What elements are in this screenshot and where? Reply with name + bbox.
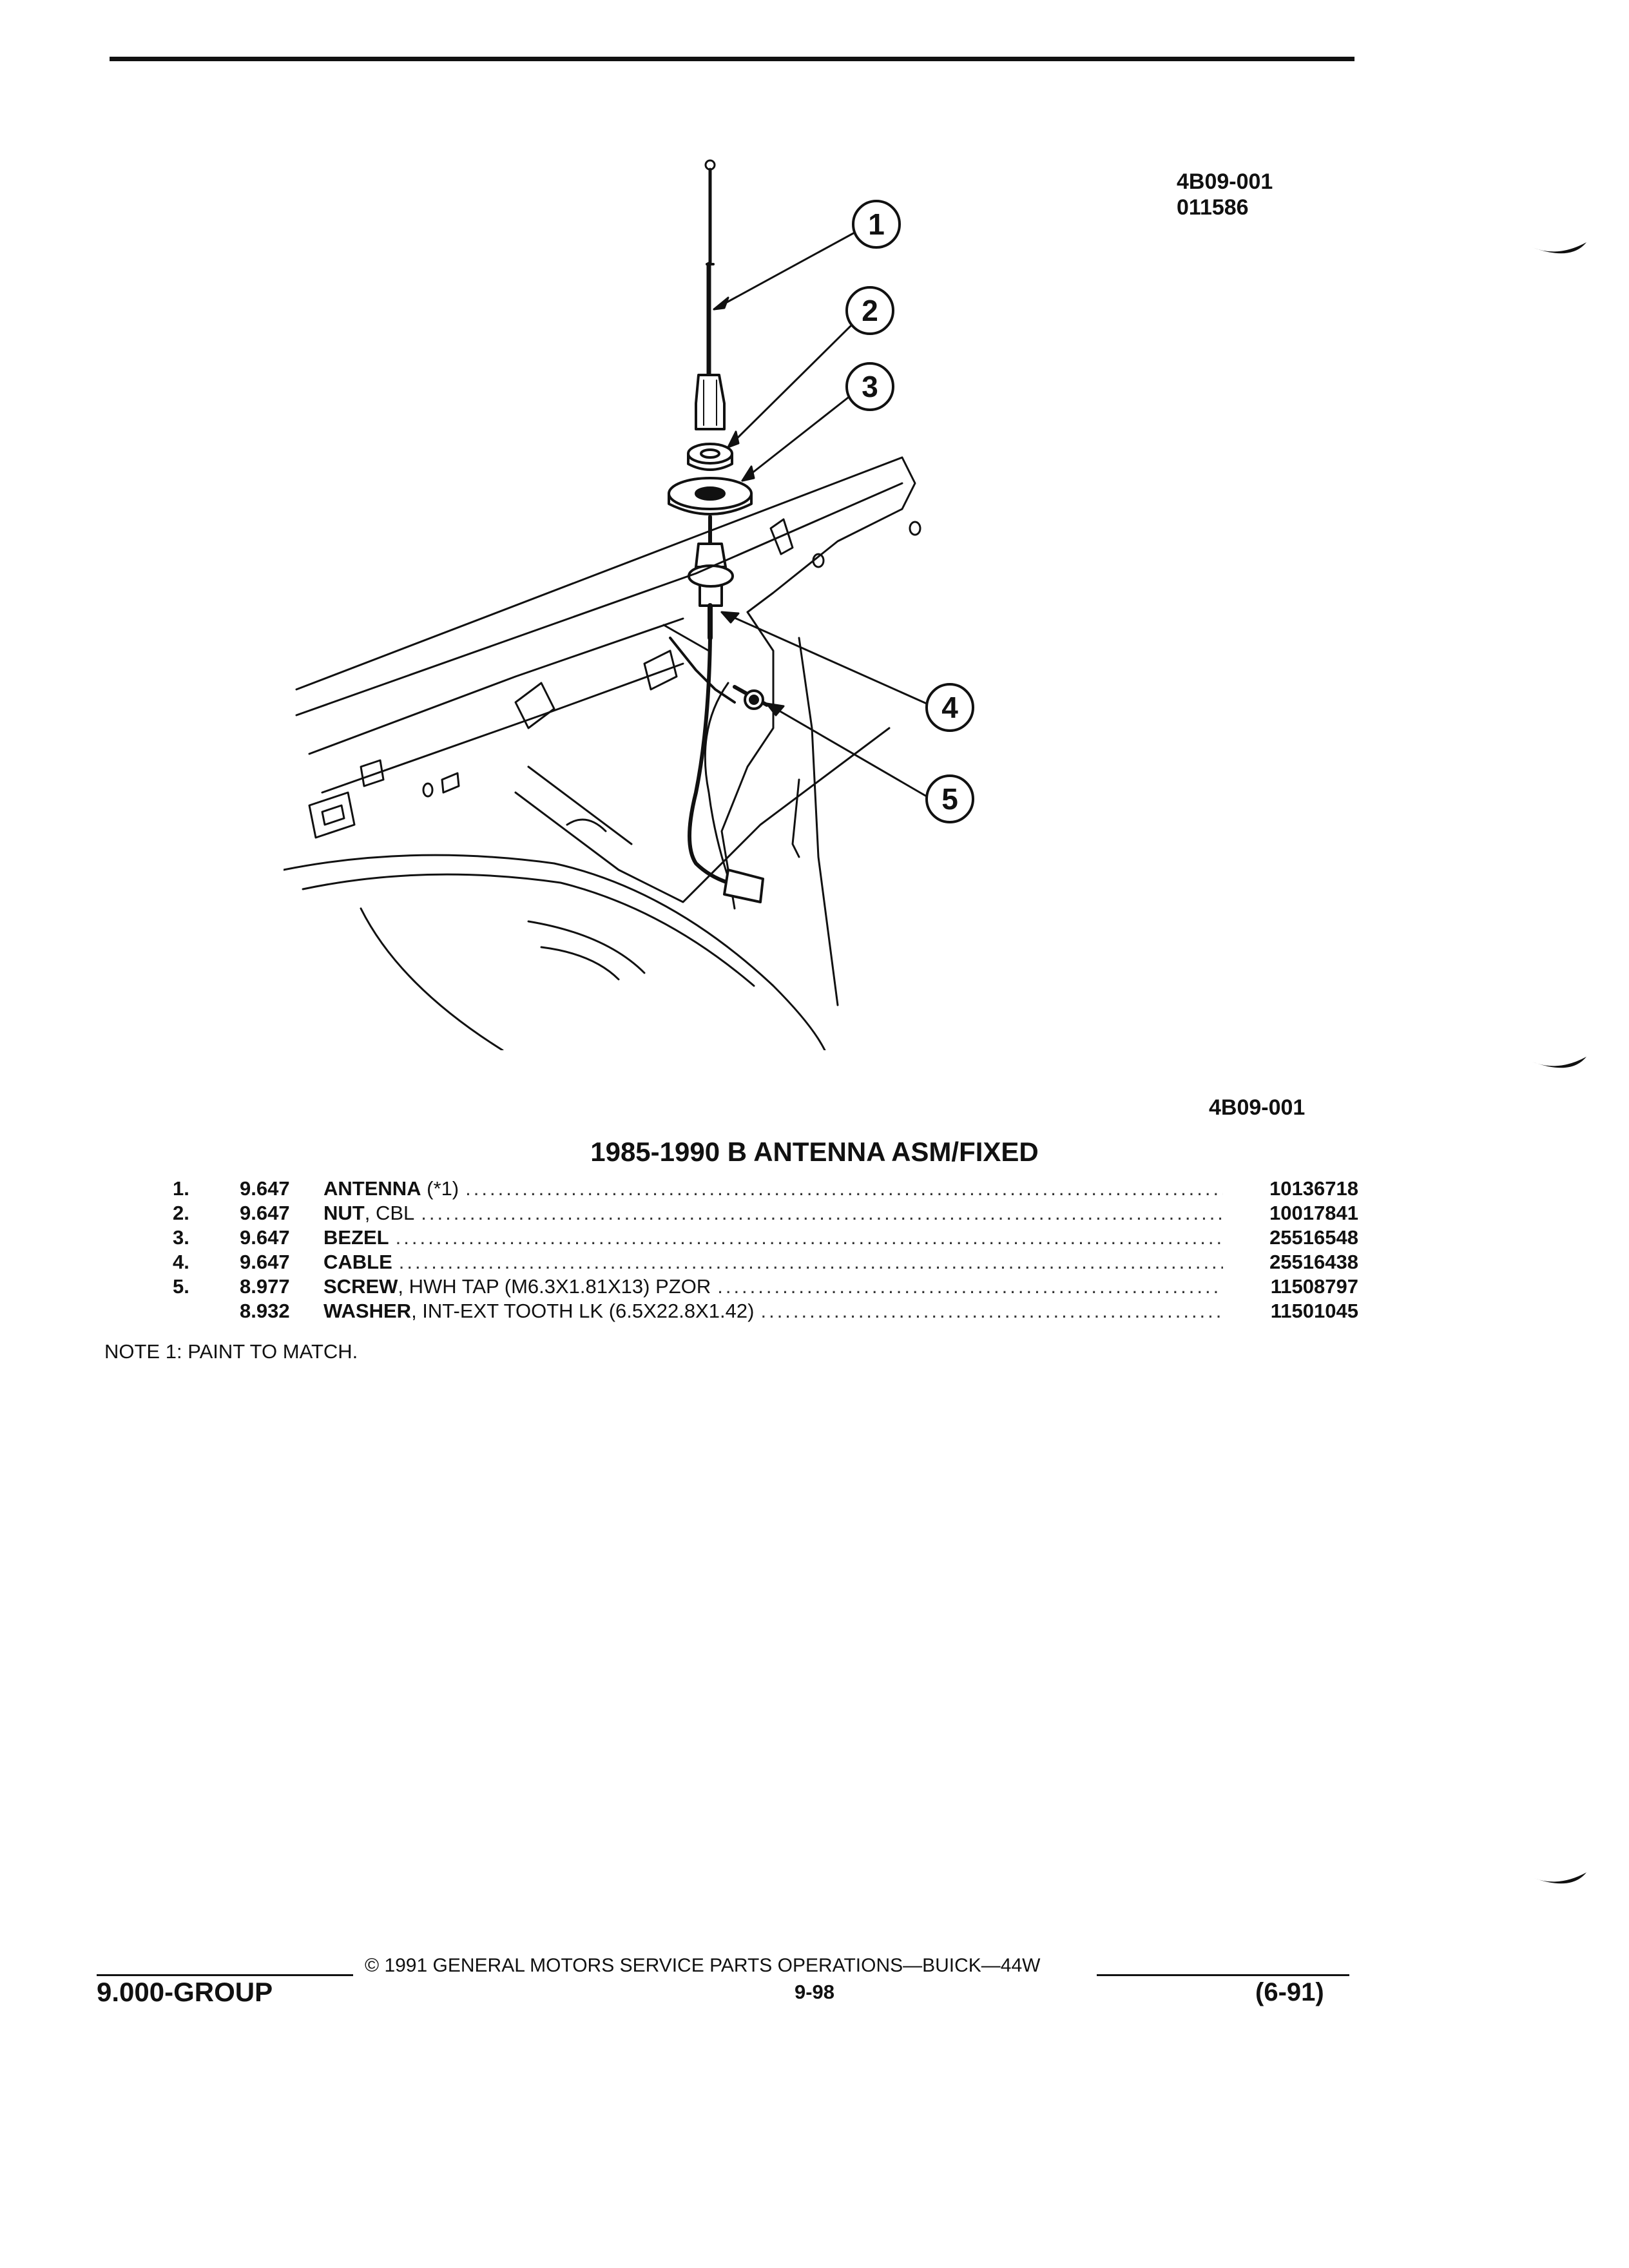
antenna-cable (688, 636, 764, 903)
antenna-base (688, 515, 734, 640)
part-number: 11501045 (1270, 1300, 1358, 1322)
part-number: 10136718 (1269, 1177, 1358, 1200)
callout-4: 4 (925, 683, 974, 732)
revision-date: (6-91) (1255, 1978, 1324, 2006)
part-detail: , INT-EXT TOOTH LK (6.5X22.8X1.42) (411, 1300, 755, 1322)
antenna-exploded-diagram: 1 2 3 4 5 (284, 159, 974, 1050)
part-name: WASHER (323, 1300, 412, 1322)
leader-dots (760, 1299, 1223, 1323)
part-detail: (*1) (421, 1177, 459, 1200)
part-number: 10017841 (1269, 1202, 1358, 1224)
part-name: ANTENNA (323, 1177, 421, 1200)
leader-dots (396, 1225, 1223, 1250)
screw-part (733, 685, 769, 710)
figure-reference: 4B09-001 011586 (1177, 169, 1273, 220)
part-description: CABLE (323, 1250, 399, 1274)
parts-row: 2. 9.647 NUT, CBL 10017841 (173, 1201, 1358, 1225)
parts-row: 8.932 WASHER, INT-EXT TOOTH LK (6.5X22.8… (173, 1299, 1358, 1323)
callout-3-label: 3 (862, 370, 878, 403)
footer-rule-right (1097, 1974, 1349, 1976)
callout-1-label: 1 (868, 207, 885, 241)
callout-2: 2 (845, 286, 894, 335)
parts-row: 5. 8.977 SCREW, HWH TAP (M6.3X1.81X13) P… (173, 1274, 1358, 1299)
leader-dots (717, 1274, 1223, 1299)
part-number: 25516548 (1269, 1226, 1358, 1249)
group-number: 8.932 (240, 1300, 290, 1322)
callout-5: 5 (925, 774, 974, 823)
part-number: 11508797 (1270, 1275, 1358, 1298)
bezel-part (668, 477, 753, 515)
part-name: CABLE (323, 1251, 392, 1273)
part-number: 25516438 (1269, 1251, 1358, 1273)
callout-1: 1 (852, 200, 901, 249)
group-number: 9.647 (240, 1177, 290, 1200)
parts-row: 4. 9.647 CABLE 25516438 (173, 1250, 1358, 1274)
parts-list: 1. 9.647 ANTENNA (*1) 10136718 2. 9.647 … (173, 1177, 1358, 1323)
part-description: NUT, CBL (323, 1201, 421, 1225)
ref-date: 011586 (1177, 195, 1249, 220)
leader-dots (421, 1201, 1223, 1225)
group-number: 9.647 (240, 1226, 290, 1249)
part-detail: , CBL (364, 1202, 415, 1224)
callout-4-label: 4 (941, 691, 958, 724)
fender-panel (284, 456, 921, 1050)
section-title: 1985-1990 B ANTENNA ASM/FIXED (590, 1137, 1039, 1167)
footer-copyright: © 1991 GENERAL MOTORS SERVICE PARTS OPER… (365, 1955, 1041, 1976)
footer-group: 9.000-GROUP (97, 1977, 273, 2007)
callout-2-label: 2 (862, 294, 878, 327)
part-name: SCREW (323, 1275, 398, 1298)
nut-part (687, 443, 733, 471)
item-number: 5. (173, 1275, 189, 1298)
item-number: 4. (173, 1251, 189, 1273)
callout-5-label: 5 (941, 782, 958, 816)
part-name: BEZEL (323, 1226, 389, 1249)
group-number: 8.977 (240, 1275, 290, 1298)
group-number: 9.647 (240, 1202, 290, 1224)
mounting-bracket (662, 624, 736, 704)
page-number: 9-98 (794, 1981, 835, 2003)
callout-3: 3 (845, 362, 894, 411)
leader-dots (465, 1177, 1223, 1201)
footer-rule-left (97, 1974, 353, 1976)
part-description: ANTENNA (*1) (323, 1177, 465, 1201)
parts-row: 3. 9.647 BEZEL 25516548 (173, 1225, 1358, 1250)
leader-lines (713, 231, 928, 798)
figure-code: 4B09-001 (1209, 1095, 1306, 1120)
item-number: 1. (173, 1177, 189, 1200)
group-number: 9.647 (240, 1251, 290, 1273)
parts-row: 1. 9.647 ANTENNA (*1) 10136718 (173, 1177, 1358, 1201)
item-number: 3. (173, 1226, 189, 1249)
antenna-mast (695, 159, 726, 430)
binder-tab-mark (1532, 1872, 1586, 1884)
leader-dots (399, 1250, 1223, 1274)
part-description: WASHER, INT-EXT TOOTH LK (6.5X22.8X1.42) (323, 1299, 760, 1323)
part-description: BEZEL (323, 1225, 396, 1250)
binder-tab-mark (1532, 242, 1586, 254)
top-rule (110, 57, 1354, 61)
binder-tab-mark (1532, 1057, 1586, 1068)
ref-code: 4B09-001 (1177, 169, 1273, 194)
part-detail: , HWH TAP (M6.3X1.81X13) PZOR (398, 1275, 711, 1298)
item-number: 2. (173, 1202, 189, 1224)
note-text: NOTE 1: PAINT TO MATCH. (104, 1340, 358, 1363)
part-description: SCREW, HWH TAP (M6.3X1.81X13) PZOR (323, 1274, 717, 1299)
part-name: NUT (323, 1202, 365, 1224)
